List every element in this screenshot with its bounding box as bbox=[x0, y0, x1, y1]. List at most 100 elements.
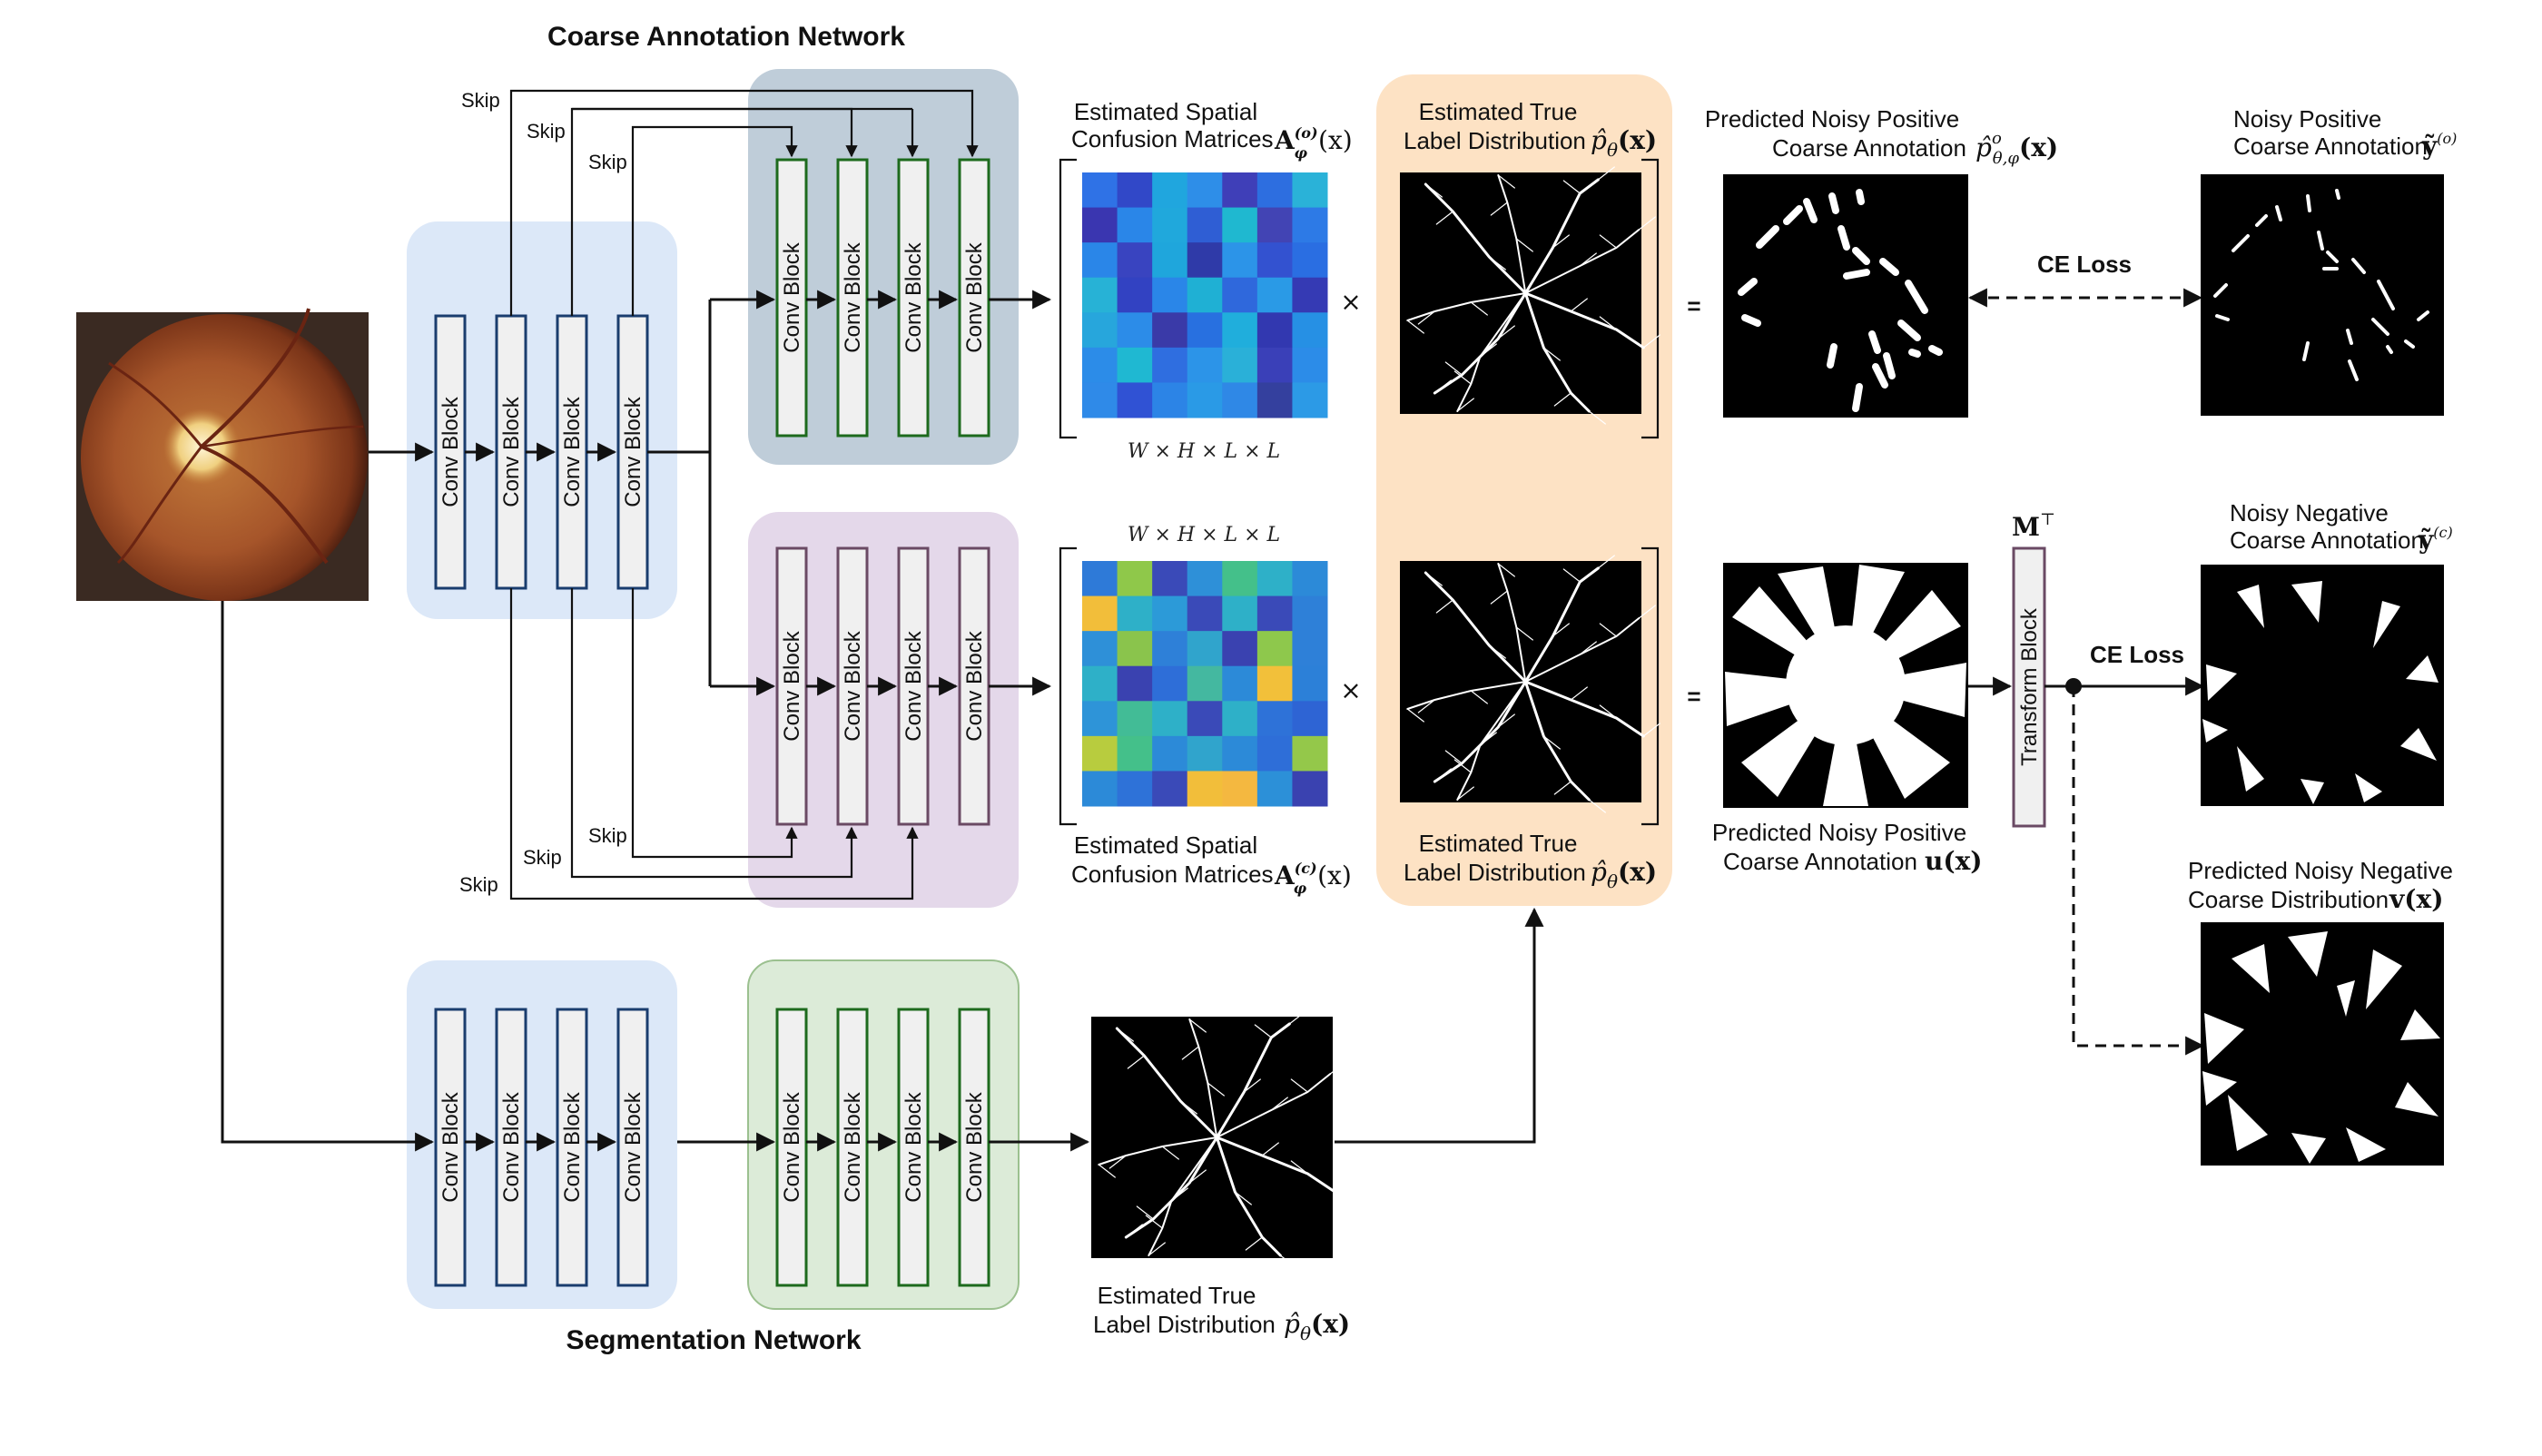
vessel-twig bbox=[1542, 735, 1561, 750]
vessel-twig bbox=[1181, 1046, 1199, 1060]
svg-text:Conv Block: Conv Block bbox=[962, 241, 987, 352]
matrix-cell bbox=[1082, 595, 1118, 632]
dims-bottom: W × H × L × L bbox=[1128, 524, 1280, 546]
vessel-twig bbox=[1497, 563, 1515, 577]
matrix-cell bbox=[1187, 561, 1223, 597]
matrix-cell bbox=[1082, 735, 1118, 772]
vessel-branch bbox=[1215, 1022, 1291, 1139]
matrix-cell bbox=[1152, 631, 1188, 667]
vessel-twig bbox=[1479, 343, 1497, 358]
conv-block: Conv Block bbox=[897, 158, 930, 438]
vessel-branch bbox=[1115, 1027, 1218, 1139]
svg-text:Conv Block: Conv Block bbox=[438, 396, 463, 507]
vessel-branch bbox=[1456, 681, 1527, 801]
matrix-cell bbox=[1256, 242, 1293, 279]
vessel-twig bbox=[1435, 599, 1453, 614]
svg-text:Conv Block: Conv Block bbox=[438, 1091, 463, 1202]
true-label-top-math: p̂θ(x) bbox=[1591, 125, 1657, 161]
matrix-cell bbox=[1187, 172, 1223, 209]
vessel-twig bbox=[1599, 316, 1617, 330]
matrix-cell bbox=[1187, 771, 1223, 807]
matrix-cell bbox=[1152, 382, 1188, 418]
vessel-twig bbox=[1553, 781, 1572, 795]
matrix-cell bbox=[1222, 172, 1258, 209]
vessel-branch bbox=[1148, 1136, 1218, 1256]
vessel-branch bbox=[1524, 617, 1640, 683]
matrix-cell bbox=[1256, 382, 1293, 418]
vessel-twig bbox=[1270, 1097, 1288, 1111]
vessel-twig bbox=[1599, 234, 1617, 249]
matrix-cell bbox=[1292, 735, 1328, 772]
svg-text:Conv Block: Conv Block bbox=[621, 1091, 645, 1202]
vessel-twig bbox=[1188, 1018, 1207, 1033]
vessel-twig bbox=[1444, 361, 1463, 376]
vessel-twig bbox=[1288, 1010, 1306, 1025]
matrix-cell bbox=[1117, 735, 1153, 772]
pred-pos-line1: Predicted Noisy Positive bbox=[1705, 105, 1959, 133]
matrix-cell bbox=[1152, 561, 1188, 597]
vessel-twig bbox=[1334, 1178, 1352, 1193]
segmentation-output-math: p̂θ(x) bbox=[1284, 1309, 1350, 1344]
skip-label: Skip bbox=[461, 89, 500, 112]
matrix-cell bbox=[1187, 207, 1223, 243]
vessel-twig bbox=[1444, 750, 1463, 764]
vessel-branch bbox=[1523, 680, 1645, 738]
matrix-cell bbox=[1117, 631, 1153, 667]
vessel-branch bbox=[1524, 229, 1640, 294]
svg-text:Conv Block: Conv Block bbox=[841, 1091, 865, 1202]
vessel-twig bbox=[1453, 759, 1472, 773]
vessel-twig bbox=[1488, 256, 1506, 271]
vessel-twig bbox=[1490, 202, 1508, 216]
vessel-twig bbox=[1145, 1215, 1163, 1229]
svg-text:Conv Block: Conv Block bbox=[560, 396, 585, 507]
svg-text:Transform Block: Transform Block bbox=[2017, 607, 2042, 766]
matrix-cell bbox=[1292, 172, 1328, 209]
matrix-cell bbox=[1187, 735, 1223, 772]
matrix-cell bbox=[1082, 242, 1118, 279]
matrix-cell bbox=[1256, 312, 1293, 349]
predicted-negative-image bbox=[1723, 563, 1968, 808]
vessel-twig bbox=[1406, 320, 1424, 334]
matrix-cell bbox=[1082, 631, 1118, 667]
vessel-twig bbox=[1434, 768, 1452, 782]
matrix-brackets bbox=[1059, 158, 1660, 826]
conv-block: Conv Block bbox=[897, 546, 930, 826]
pred-pos-line2: Coarse Annotation bbox=[1772, 134, 1966, 162]
matrix-cell bbox=[1222, 277, 1258, 313]
matrix-cell bbox=[1117, 382, 1153, 418]
vessel-twig bbox=[1234, 1191, 1252, 1205]
matrix-cell bbox=[1256, 735, 1293, 772]
matrix-cell bbox=[1152, 277, 1188, 313]
matrix-cell bbox=[1222, 312, 1258, 349]
transpose-label: M⊤ bbox=[2012, 510, 2055, 542]
conv-block: Conv Block bbox=[775, 546, 808, 826]
vessel-twig bbox=[1579, 641, 1597, 655]
noisy-negative-image bbox=[2201, 565, 2444, 806]
conv-block: Conv Block bbox=[556, 1008, 588, 1287]
vessel-twig bbox=[1642, 334, 1660, 349]
matrix-cell bbox=[1222, 382, 1258, 418]
vessel-twig bbox=[1179, 1100, 1197, 1115]
vessel-twig bbox=[1456, 786, 1474, 801]
skip-label: Skip bbox=[459, 873, 498, 896]
vessel-twig bbox=[1588, 410, 1606, 425]
vessel-twig bbox=[1497, 713, 1515, 728]
matrix-cell bbox=[1117, 277, 1153, 313]
vessel-branch bbox=[1406, 681, 1527, 710]
confusion-matrix-top bbox=[1082, 172, 1328, 418]
equals-symbol: = bbox=[1687, 683, 1700, 710]
vessel-twig bbox=[1116, 1028, 1134, 1042]
noisy-positive-image bbox=[2201, 174, 2444, 416]
skip-label: Skip bbox=[523, 846, 562, 869]
vessel-branch bbox=[1523, 566, 1600, 684]
coarse-network-title: Coarse Annotation Network bbox=[547, 22, 905, 52]
noisy-pos-line1: Noisy Positive bbox=[2233, 105, 2381, 133]
matrix-cell bbox=[1292, 242, 1328, 279]
true-label-image-top bbox=[1400, 166, 1660, 425]
true-label-top-line2: Label Distribution bbox=[1404, 127, 1586, 154]
matrix-cell bbox=[1152, 771, 1188, 807]
matrix-cell bbox=[1256, 561, 1293, 597]
vessel-twig bbox=[1470, 690, 1488, 704]
svg-text:Conv Block: Conv Block bbox=[902, 241, 926, 352]
